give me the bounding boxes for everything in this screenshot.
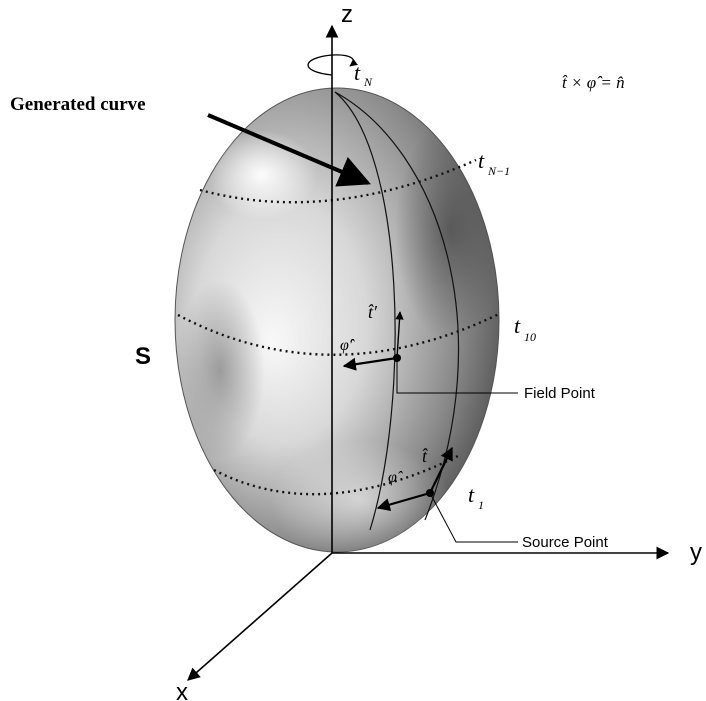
rotation-arrow [307,54,358,76]
generated-curve-arrow [207,113,371,187]
latitude-curve-bottom [213,453,461,496]
parameter-label-t-N-minus-1: t N−1 [478,148,510,178]
t-N-minus-1-sub: N−1 [487,164,510,178]
x-axis-label: x [176,679,188,701]
t-10-sub: 10 [524,330,536,344]
meridian-curves [334,91,460,531]
surface-label: S [135,343,151,370]
latitude-curve-middle [177,312,500,356]
source-point-label: Source Point [522,534,609,551]
t-hat-prime-label: t̂′ [368,302,378,322]
t-hat-vector [429,446,453,494]
parameter-label-t-N: t N [354,60,373,89]
t-N-base: t [354,60,361,85]
parameter-label-t-1: t 1 [468,482,484,512]
t-N-minus-1-base: t [478,148,485,173]
t-10-base: t [514,313,521,338]
y-axis-label: y [690,539,702,566]
t-1-base: t [468,482,475,507]
phi-hat-vector [376,491,431,512]
normal-equation: t̂ × φ̂ = n̂ [562,73,625,92]
field-point-leader [396,358,518,394]
phi-hat-prime-label: φ̂′ [340,337,355,354]
field-point-label: Field Point [524,385,596,402]
latitude-curves [177,158,500,496]
t-1-sub: 1 [478,498,484,512]
generated-curve-label: Generated curve [10,94,146,115]
meridian-curve-inner [334,91,396,531]
parameter-label-t-10: t 10 [514,313,536,344]
axes [187,24,670,681]
source-point-vectors [376,446,518,543]
surface-body [174,87,500,553]
field-point-vectors [342,311,518,394]
meridian-curve-outer [334,91,460,521]
t-hat-prime-vector [395,311,404,359]
z-axis-label: z [341,1,353,28]
t-N-sub: N [363,75,373,89]
t-hat-label: t̂ [422,446,428,466]
phi-hat-prime-vector [342,356,398,371]
source-point-leader [429,492,518,543]
x-axis [187,552,333,681]
